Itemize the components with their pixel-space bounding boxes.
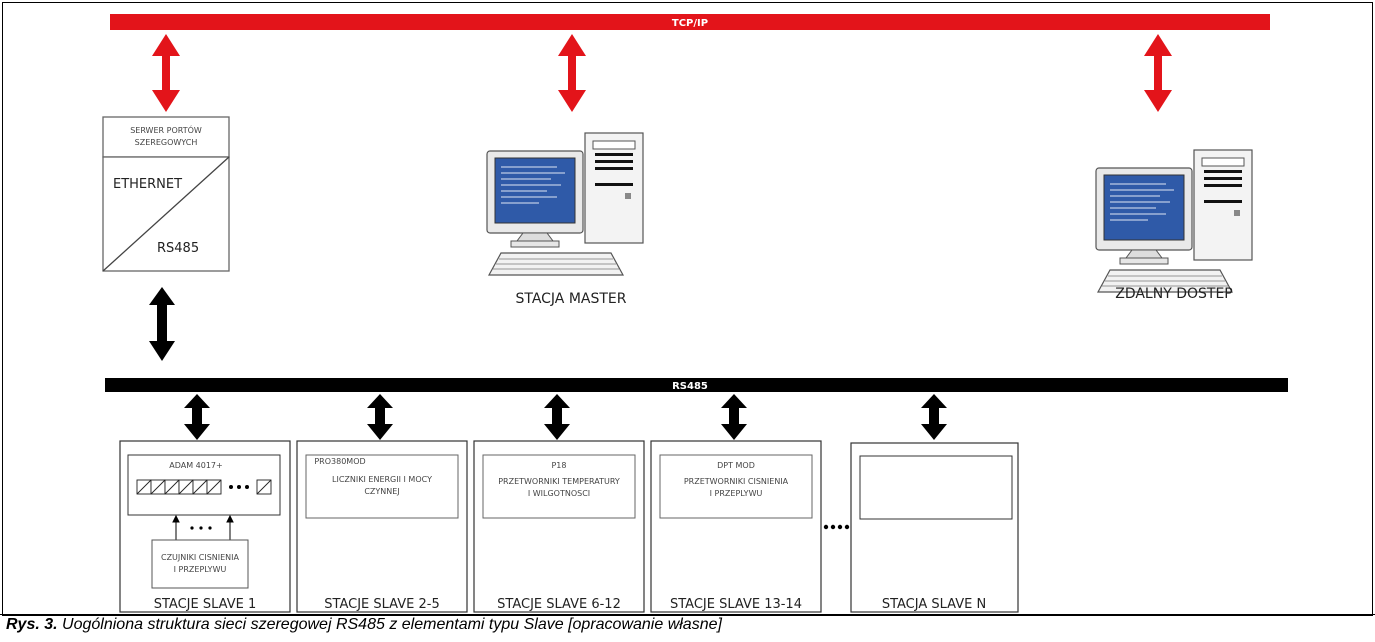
server-ethernet-label: ETHERNET	[113, 177, 182, 192]
arrow-slave-1	[184, 394, 210, 440]
slave-n-label: STACJA SLAVE N	[882, 597, 986, 612]
slave-3-desc-line1: PRZETWORNIKI TEMPERATURY	[498, 477, 620, 486]
slave-2-desc-line2: CZYNNEJ	[364, 487, 399, 496]
slave-arrows	[184, 394, 947, 440]
rs485-bus	[105, 378, 1288, 392]
slave-4-desc-line2: I PRZEPLYWU	[710, 489, 763, 498]
converter-blocks	[136, 479, 272, 495]
network-diagram: TCP/IP RS485 SERWER PORTÓW SZEREGOWYCH E…	[102, 14, 1288, 613]
remote-access-label: ZDALNY DOSTEP	[1115, 286, 1233, 302]
caption-prefix: Rys. 3.	[6, 616, 58, 633]
figure-caption: Rys. 3. Uogólniona struktura sieci szere…	[6, 616, 722, 634]
slave-2-label: STACJE SLAVE 2-5	[324, 597, 439, 612]
arrow-slave-3	[544, 394, 570, 440]
slave-station-1: ADAM 4017+ CZUJNIKI CISNIENIA I PRZEPL	[119, 440, 291, 613]
arrow-remote-tcp	[1144, 34, 1172, 112]
slave-3-module-title: P18	[551, 461, 566, 470]
tcp-ip-bus-label: TCP/IP	[672, 18, 708, 29]
tcp-ip-bus	[110, 14, 1270, 30]
arrow-slave-n	[921, 394, 947, 440]
master-station-label: STACJA MASTER	[515, 291, 626, 307]
arrow-slave-2	[367, 394, 393, 440]
master-computer-icon	[486, 132, 644, 276]
slave-1-sensor-line1: CZUJNIKI CISNIENIA	[161, 553, 240, 562]
arrow-slave-4	[721, 394, 747, 440]
arrow-server-rs485	[149, 287, 175, 361]
slave-station-2-5: PRO380MOD LICZNIKI ENERGII I MOCY CZYNNE…	[296, 440, 468, 613]
arrow-master-tcp	[558, 34, 586, 112]
serial-port-server: SERWER PORTÓW SZEREGOWYCH ETHERNET RS485	[102, 116, 230, 272]
slave-1-label: STACJE SLAVE 1	[154, 597, 256, 612]
caption-text: Uogólniona struktura sieci szeregowej RS…	[57, 616, 722, 633]
sensor-inputs	[172, 514, 234, 540]
slave-1-module-title: ADAM 4017+	[169, 461, 222, 470]
caption-divider	[0, 614, 1375, 642]
arrow-server-tcp	[152, 34, 180, 112]
server-title-line2: SZEREGOWYCH	[135, 138, 198, 147]
slave-2-module-title: PRO380MOD	[314, 457, 365, 466]
rs485-bus-label: RS485	[672, 381, 708, 392]
server-rs485-label: RS485	[157, 241, 199, 256]
stations-ellipsis	[823, 524, 850, 530]
slave-2-desc-line1: LICZNIKI ENERGII I MOCY	[332, 475, 432, 484]
remote-computer-icon	[1095, 149, 1253, 293]
converter-ellipsis	[229, 485, 249, 489]
slave-1-sensor-line2: I PRZEPLYWU	[174, 565, 227, 574]
slave-station-13-14: DPT MOD PRZETWORNIKI CISNIENIA I PRZEPLY…	[650, 440, 822, 613]
slave-4-desc-line1: PRZETWORNIKI CISNIENIA	[684, 477, 789, 486]
tcp-arrows	[152, 34, 1172, 112]
slave-station-6-12: P18 PRZETWORNIKI TEMPERATURY I WILGOTNOS…	[473, 440, 645, 613]
slave-station-n: STACJA SLAVE N	[850, 442, 1019, 613]
slave-3-desc-line2: I WILGOTNOSCI	[528, 489, 590, 498]
slave-4-label: STACJE SLAVE 13-14	[670, 597, 802, 612]
server-title-line1: SERWER PORTÓW	[130, 124, 202, 135]
slave-4-module-title: DPT MOD	[717, 461, 755, 470]
slave-3-label: STACJE SLAVE 6-12	[497, 597, 621, 612]
